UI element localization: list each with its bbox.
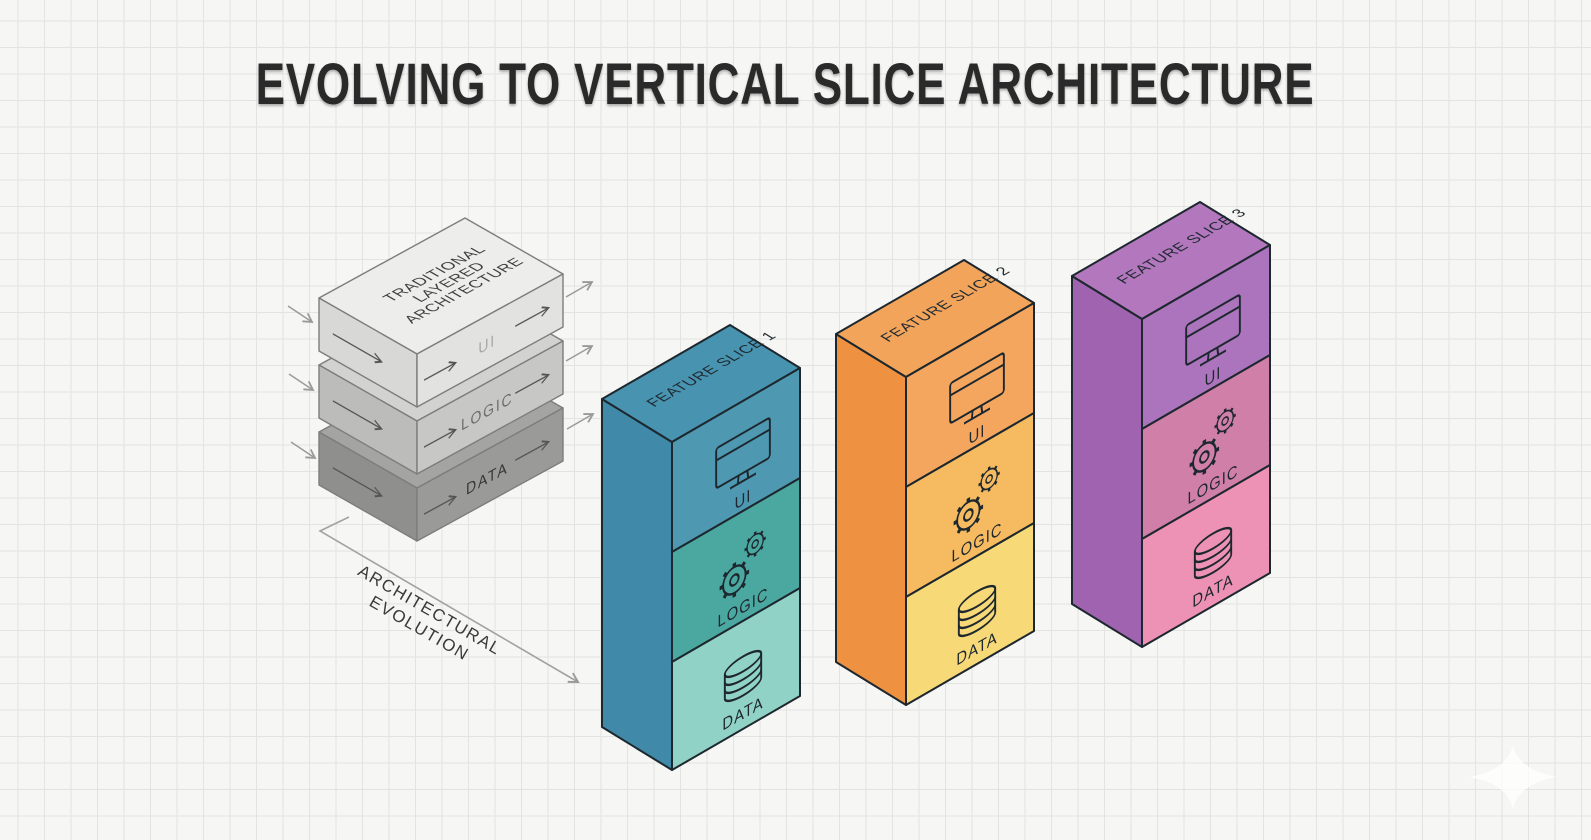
layer-arrow xyxy=(515,373,551,394)
slice1-left-face xyxy=(601,398,673,771)
sparkle-watermark-icon xyxy=(1469,745,1557,809)
layer-arrow xyxy=(424,428,458,448)
slice2-left-face xyxy=(835,333,907,706)
layer-arrow xyxy=(424,495,458,515)
slice3-data-section xyxy=(1141,464,1271,648)
flow-arrow-out-data xyxy=(566,413,595,430)
feature-slice-1: FEATURE SLICE 1 UI LOGIC DATA xyxy=(601,324,801,771)
layer-arrow xyxy=(515,440,551,461)
layer-arrow xyxy=(424,361,458,381)
legacy-ui-front-face xyxy=(416,273,564,408)
layer-arrow xyxy=(515,306,551,327)
flow-arrow-out-ui xyxy=(565,281,594,298)
evolution-arrow-group: ARCHITECTURAL EVOLUTION xyxy=(318,516,580,683)
legacy-logic-front-face xyxy=(416,340,564,475)
layer-arrow xyxy=(332,333,383,364)
slice2-data-section xyxy=(905,522,1035,706)
feature-slice-2: FEATURE SLICE 2 UI LOGIC DATA xyxy=(835,259,1035,706)
slice1-data-section xyxy=(671,587,801,771)
legacy-layer-ui: TRADITIONAL LAYERED ARCHITECTURE UI xyxy=(318,217,564,408)
layer-arrow xyxy=(332,400,383,431)
flow-arrow-in-logic xyxy=(288,373,315,392)
flow-arrow-out-logic xyxy=(565,345,594,362)
incoming-flow-arrows xyxy=(287,305,317,460)
flow-arrow-in-data xyxy=(290,441,317,460)
outgoing-flow-arrows xyxy=(565,281,595,430)
legacy-stack: DATA LOGIC xyxy=(287,217,595,542)
feature-slice-3: FEATURE SLICE 3 UI LOGIC DATA xyxy=(1071,201,1271,648)
legacy-data-front-face xyxy=(416,407,564,542)
layer-arrow xyxy=(332,467,383,498)
slice3-left-face xyxy=(1071,275,1143,648)
flow-arrow-in-ui xyxy=(287,305,314,324)
page-title: EVOLVING TO VERTICAL SLICE ARCHITECTURE xyxy=(256,51,1315,116)
evolution-arrow xyxy=(318,516,580,683)
